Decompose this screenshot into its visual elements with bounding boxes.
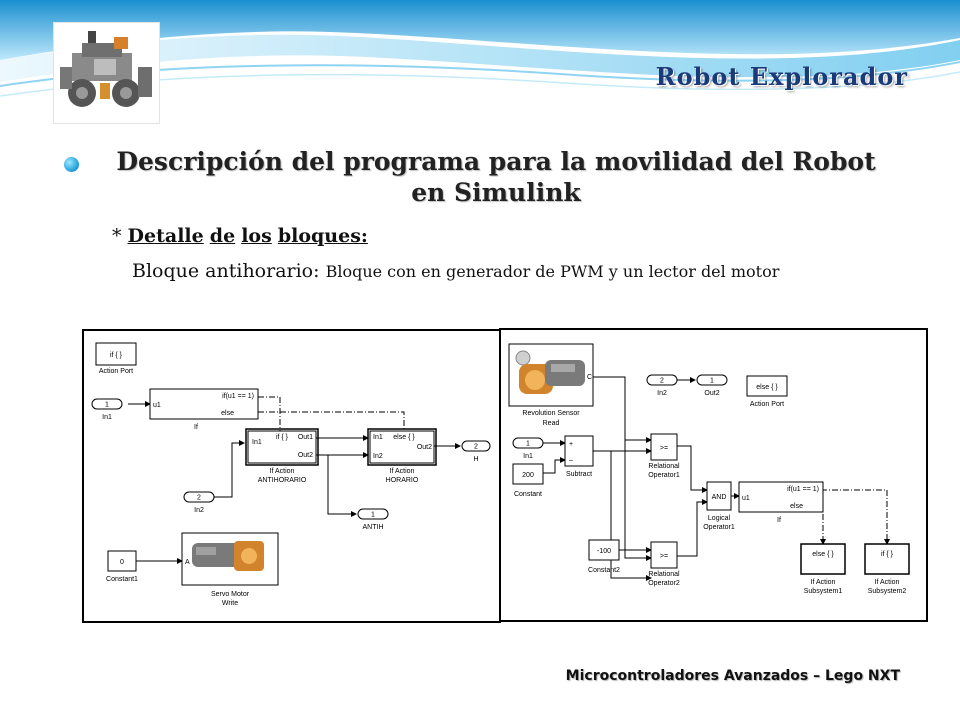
logical-caption-2: Operator1 — [703, 524, 735, 531]
in1-number: 1 — [105, 402, 109, 409]
description-text: Bloque con en generador de PWM y un lect… — [325, 262, 780, 281]
simulink-diagram-sensor-logic: C Revolution Sensor Read 2 In2 1 Out2 el… — [499, 328, 928, 622]
subsystem1-text: else { } — [812, 551, 834, 558]
out-h-caption: H — [473, 456, 478, 463]
if-else: else — [221, 410, 234, 417]
constant1-value: 0 — [120, 559, 124, 566]
servo-caption-2: Write — [222, 600, 238, 607]
rel2-caption-2: Operator2 — [648, 580, 680, 587]
heading-line-1: Descripción del programa para la movilid… — [116, 147, 876, 176]
antihorario-out2: Out2 — [298, 452, 313, 459]
servo-caption-1: Servo Motor — [211, 591, 250, 598]
subtitle-word: bloques: — [277, 225, 368, 247]
subsystem2-text: if { } — [881, 551, 894, 558]
constant2-value: -100 — [597, 548, 611, 555]
in2-caption: In2 — [657, 390, 667, 397]
out-antih-caption: ANTIH — [363, 524, 384, 531]
horario-in2: In2 — [373, 453, 383, 460]
antihorario-out1: Out1 — [298, 434, 313, 441]
block-detail-subtitle: * Detalle de los bloques: — [112, 225, 368, 247]
in1-caption: In1 — [523, 453, 533, 460]
rel1-caption-2: Operator1 — [648, 472, 680, 479]
subsystem2-caption-2: Subsystem2 — [868, 588, 907, 595]
subtitle-word: de — [209, 225, 236, 247]
horario-caption-2: HORARIO — [386, 477, 419, 484]
sensor-caption-2: Read — [543, 420, 560, 427]
antihorario-caption-2: ANTIHORARIO — [258, 477, 307, 484]
constant1-caption: Constant1 — [106, 576, 138, 583]
out2-caption: Out2 — [704, 390, 719, 397]
description-label: Bloque antihorario: — [132, 260, 326, 282]
revolution-sensor-image — [515, 350, 585, 394]
action-port-text: else { } — [756, 384, 778, 391]
if-else: else — [790, 503, 803, 510]
subsystem1-caption-2: Subsystem1 — [804, 588, 843, 595]
servo-motor-image — [192, 541, 264, 571]
if-caption: If — [777, 517, 781, 524]
subtract-plus: + — [569, 441, 573, 448]
sensor-port: C — [587, 374, 592, 381]
if-caption: If — [194, 424, 198, 431]
subtitle-word: Detalle — [127, 225, 204, 247]
out-antih-number: 1 — [371, 512, 375, 519]
robot-logo — [53, 22, 160, 124]
simulink-diagram-antihorario: if { } Action Port 1 In1 u1 if(u1 == 1) … — [82, 329, 501, 623]
action-port-caption: Action Port — [750, 401, 784, 408]
subtract-minus: – — [569, 457, 573, 464]
in1-caption: In1 — [102, 414, 112, 421]
horario-out2: Out2 — [417, 444, 432, 451]
antihorario-caption-1: If Action — [270, 468, 295, 475]
in1-number: 1 — [526, 441, 530, 448]
servo-port: A — [185, 559, 190, 566]
horario-in1: In1 — [373, 434, 383, 441]
block-description: Bloque antihorario: Bloque con en genera… — [132, 258, 902, 285]
rel1-caption-1: Relational — [648, 463, 680, 470]
if-input-label: u1 — [742, 495, 750, 502]
if-condition: if(u1 == 1) — [222, 393, 254, 400]
constant-caption: Constant — [514, 491, 542, 498]
subsystem1-caption-1: If Action — [811, 579, 836, 586]
in2-number: 2 — [660, 378, 664, 385]
constant-value: 200 — [522, 472, 534, 479]
rel2-caption-1: Relational — [648, 571, 680, 578]
rel2-operator: >= — [660, 553, 668, 560]
main-heading: Descripción del programa para la movilid… — [86, 146, 906, 208]
subtitle-prefix: * — [112, 225, 128, 247]
horario-top: else { } — [393, 434, 415, 441]
if-condition: if(u1 == 1) — [787, 486, 819, 493]
sensor-caption-1: Revolution Sensor — [522, 410, 580, 417]
in2-number: 2 — [197, 495, 201, 502]
action-port-caption: Action Port — [99, 368, 133, 375]
slide-title: Robot Explorador — [655, 62, 908, 91]
constant2-caption: Constant2 — [588, 567, 620, 574]
rel1-operator: >= — [660, 445, 668, 452]
subtitle-word: los — [241, 225, 272, 247]
heading-line-2: en Simulink — [411, 178, 581, 207]
if-input-label: u1 — [153, 402, 161, 409]
in2-caption: In2 — [194, 507, 204, 514]
logical-operator: AND — [712, 494, 727, 501]
slide-footer: Microcontroladores Avanzados – Lego NXT — [565, 668, 900, 684]
antihorario-top: if { } — [276, 434, 289, 441]
out-h-number: 2 — [474, 444, 478, 451]
antihorario-in1: In1 — [252, 439, 262, 446]
subtract-caption: Subtract — [566, 471, 592, 478]
logical-caption-1: Logical — [708, 515, 731, 522]
action-port-text: if { } — [110, 352, 123, 359]
subsystem2-caption-1: If Action — [875, 579, 900, 586]
horario-caption-1: If Action — [390, 468, 415, 475]
out2-number: 1 — [710, 378, 714, 385]
bullet-icon — [64, 157, 79, 172]
